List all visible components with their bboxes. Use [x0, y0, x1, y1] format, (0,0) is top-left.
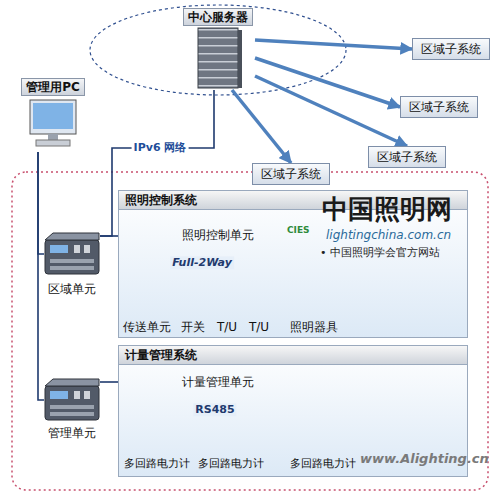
edge-label: IPv6 网络 [132, 141, 189, 154]
node-label: T/U [249, 320, 269, 334]
connector [255, 76, 407, 146]
node-label: 区域子系统 [409, 100, 469, 114]
node-label: 区域子系统 [421, 42, 481, 56]
terminal-unit: T/U [214, 290, 240, 334]
server-icon [198, 28, 238, 88]
watermark-url: lightingchina.com.cn [326, 229, 451, 243]
connector [255, 40, 412, 49]
node-label: 照明控制单元 [182, 228, 254, 242]
subsystem-box: 区域子系统 [252, 163, 330, 185]
device-icons [45, 233, 99, 274]
device-icons [45, 379, 99, 420]
power-meter: 多回路电力计 [288, 418, 358, 470]
node-label: 管理单元 [48, 426, 96, 440]
node-label: 区域子系统 [377, 150, 437, 164]
watermark-url: www.Alighting.cn [360, 452, 489, 467]
subsystem-box: 区域子系统 [400, 96, 478, 118]
control-unit: 照明控制单元 [128, 218, 258, 252]
node-label: 照明器具 [290, 320, 338, 334]
pc-icon [36, 140, 70, 146]
node-label: T/U [217, 320, 237, 334]
node-label: 开关 [181, 320, 205, 334]
pc-icon [30, 100, 76, 146]
node-label: 多回路电力计 [290, 457, 356, 470]
connector [38, 152, 44, 254]
connector [232, 90, 291, 163]
switch-node: 开关 [176, 290, 210, 334]
unit-node: 管理单元 [44, 376, 100, 440]
connector [255, 58, 400, 107]
subsystem-box: 区域子系统 [368, 146, 446, 168]
pc-node: 管理用PC [19, 78, 87, 152]
server-icon [198, 28, 242, 88]
node-label: 中心服务器 [183, 8, 253, 26]
node-label: 管理用PC [21, 78, 85, 96]
pc-icon [30, 100, 76, 134]
network-ellipse [90, 5, 346, 95]
edge-label: Full-2Way [170, 256, 234, 269]
subsystem-box: 区域子系统 [412, 38, 490, 60]
node-label: 传送单元 [123, 320, 171, 334]
node-label: 多回路电力计 [124, 457, 190, 470]
node-label: 区域子系统 [261, 167, 321, 181]
panel-heading: 计量管理系统 [119, 346, 467, 365]
server-icon [238, 30, 242, 88]
pc-icon [48, 134, 58, 140]
power-meter: 多回路电力计 [196, 418, 266, 470]
luminaire-node: 照明器具 [288, 290, 340, 334]
unit-node: 区域单元 [44, 232, 100, 296]
watermark-title: 中国照明网 [322, 195, 452, 225]
connector [38, 152, 44, 400]
meter-unit: 计量管理单元 [128, 366, 258, 398]
terminal-unit: T/U [246, 290, 272, 334]
edge-label: RS485 [193, 403, 236, 416]
transmitter-node: 传送单元 [122, 282, 172, 334]
power-meter: 多回路电力计 [122, 418, 192, 470]
region-outline [12, 172, 488, 490]
node-label: 区域单元 [48, 282, 96, 296]
watermark-note: • 中国照明学会官方网站 [320, 247, 440, 260]
logo-text: CIES [287, 225, 310, 235]
pc-icon [33, 103, 73, 129]
node-label: 计量管理单元 [182, 375, 254, 389]
server-node: 中心服务器 [181, 8, 255, 90]
node-label: 多回路电力计 [198, 457, 264, 470]
